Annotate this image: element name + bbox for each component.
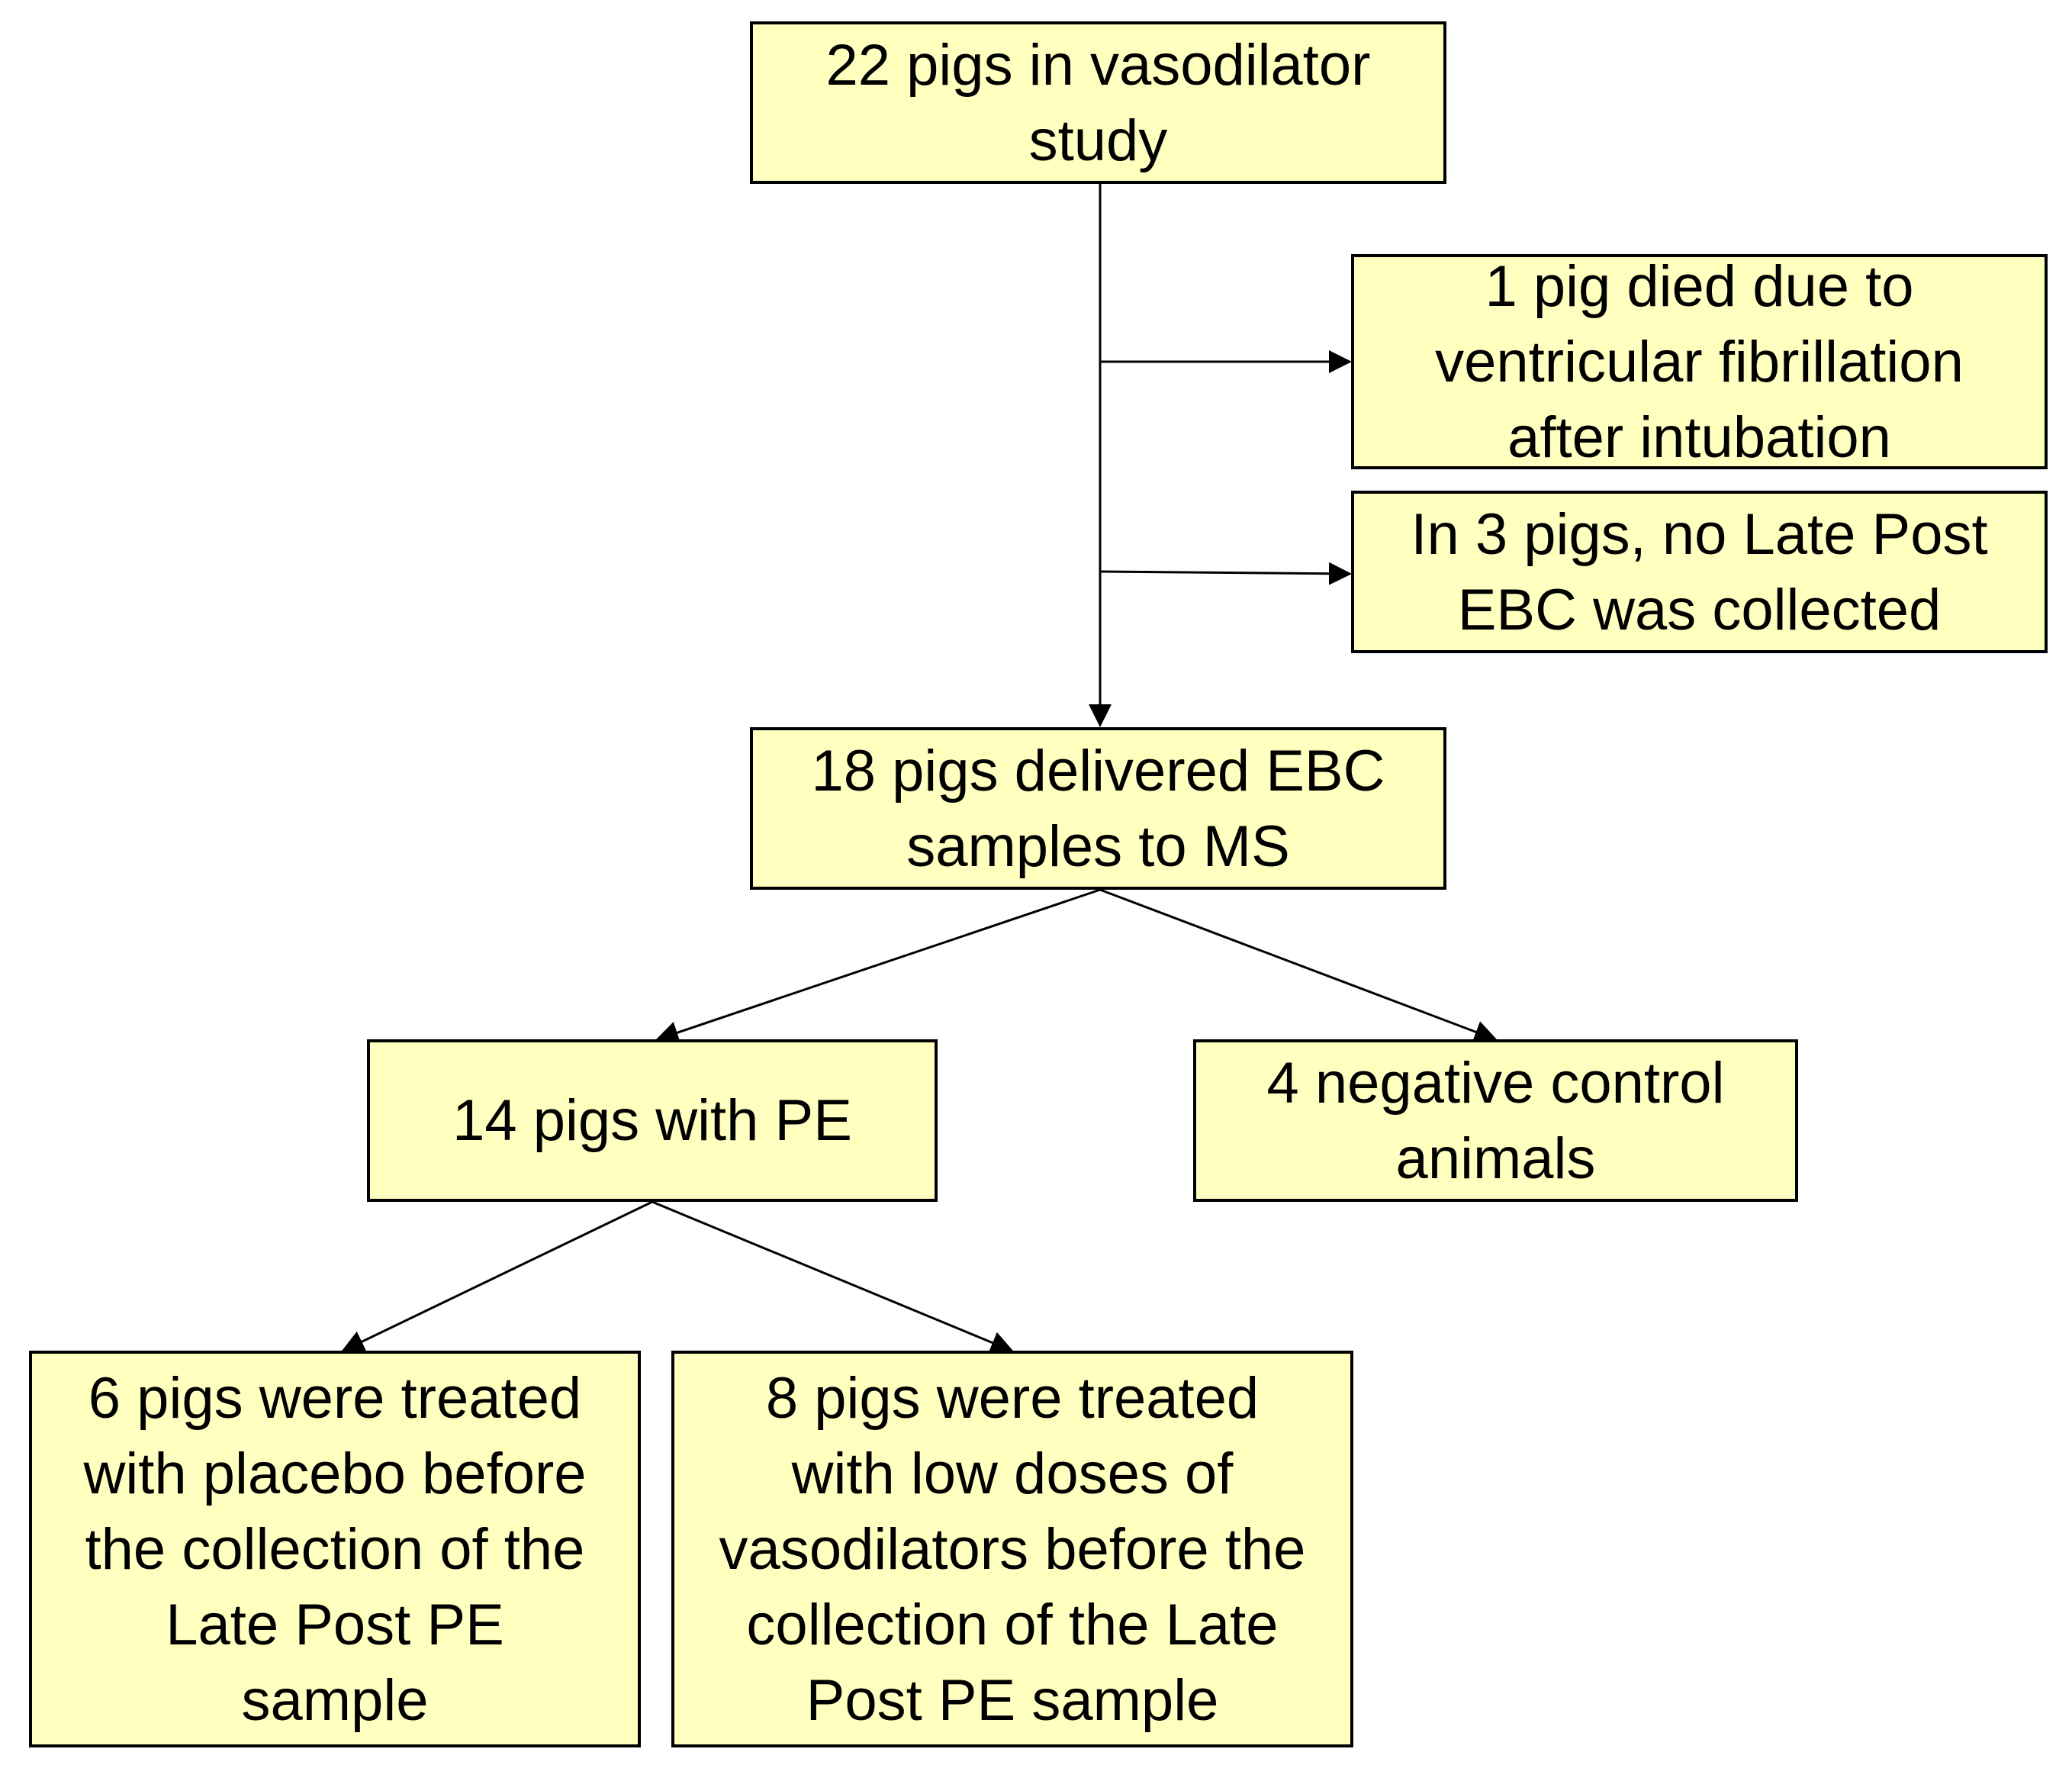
box-pigs-with-pe: 14 pigs with PE <box>367 1039 938 1202</box>
box-placebo-group-text: 6 pigs were treated with placebo before … <box>83 1365 587 1733</box>
box-start-cohort-text: 22 pigs in vasodilator study <box>825 32 1371 173</box>
box-excluded-no-late-post-ebc: In 3 pigs, no Late Post EBC was collecte… <box>1351 491 2048 653</box>
box-excluded-no-late-post-ebc-text: In 3 pigs, no Late Post EBC was collecte… <box>1411 501 1988 643</box>
box-placebo-group: 6 pigs were treated with placebo before … <box>29 1351 641 1747</box>
box-negative-control: 4 negative control animals <box>1193 1039 1798 1202</box>
box-vasodilator-group-text: 8 pigs were treated with low doses of va… <box>719 1365 1306 1733</box>
arrow-ms-to-control <box>1099 888 1498 1043</box>
arrow-ms-to-pe <box>655 888 1101 1044</box>
box-vasodilator-group: 8 pigs were treated with low doses of va… <box>671 1351 1353 1747</box>
arrow-to-excluded-no-ebc <box>1099 562 1352 585</box>
box-negative-control-text: 4 negative control animals <box>1266 1050 1725 1191</box>
box-pigs-with-pe-text: 14 pigs with PE <box>452 1088 852 1153</box>
arrow-pe-to-vasodilator <box>652 1200 1014 1354</box>
arrow-pe-to-placebo <box>341 1200 653 1352</box>
box-delivered-ms-text: 18 pigs delivered EBC samples to MS <box>811 738 1385 879</box>
box-excluded-ventricular-fibrillation: 1 pig died due to ventricular fibrillati… <box>1351 254 2048 470</box>
box-delivered-ms: 18 pigs delivered EBC samples to MS <box>750 727 1446 890</box>
box-excluded-ventricular-fibrillation-text: 1 pig died due to ventricular fibrillati… <box>1435 253 1964 470</box>
box-start-cohort: 22 pigs in vasodilator study <box>750 21 1446 184</box>
